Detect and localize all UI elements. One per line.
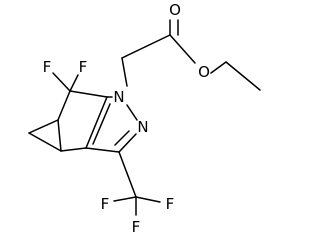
bond-cf2-to-f-right [69,74,79,92]
bond-cyclopropane-lower [28,132,62,152]
bond-ester-o-to-ch2 [210,61,227,74]
bond-n2-to-c3 [118,133,137,153]
nitrogen-label-n2: N [137,118,148,136]
oxygen-label-carbonyl: O [169,1,181,19]
bond-lines [28,19,261,216]
fluorine-label-upper-left: F [43,58,52,76]
bond-cf3-to-f-right [135,196,161,203]
bond-cf2-to-f-left [52,72,71,92]
bond-n2-to-c3-double [114,130,130,146]
oxygen-label-ester: O [198,63,210,81]
bond-c3-to-c3a [85,147,120,153]
fluorine-label-cf3-bottom: F [132,218,141,236]
bond-fused-bottom-to-c3a [60,147,87,152]
bond-cf2-to-bridgehead-pyrazole [69,90,108,98]
bond-c3a-to-c7a-double [92,103,111,145]
atom-labels: F F N N O O F F F [43,1,210,236]
bond-ch2-to-carbonyl [121,34,171,59]
bond-cyclopropane-upper [28,119,59,134]
bond-cf3-to-f-left [113,196,137,202]
fluorine-label-cf3-left: F [101,195,110,213]
bond-c3-to-cf3 [118,151,137,198]
nitrogen-label-n1: N [113,88,124,106]
fluorine-label-cf3-right: F [166,195,175,213]
bond-n1-to-n2 [126,104,138,121]
fluorine-label-upper-right: F [79,58,88,76]
bond-cyclopropane-fusion [57,119,62,152]
bond-cf2-to-fused-top [57,90,71,121]
bond-ch2-to-ch3 [225,61,261,91]
bond-c3a-to-c7a [85,96,108,149]
bond-carbonyl-to-ester-o [169,34,196,64]
bond-n1-to-ch2 [121,57,128,87]
molecule-structure-diagram: F F N N O O F F F [28,1,261,236]
